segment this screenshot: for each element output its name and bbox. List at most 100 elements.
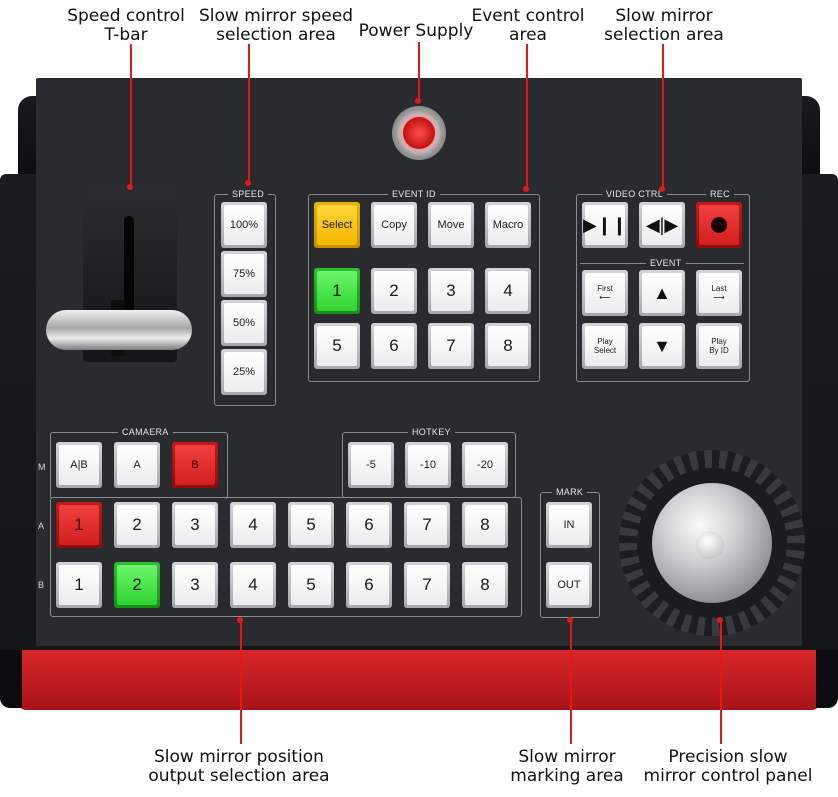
speed-key-75[interactable]: 75% xyxy=(221,251,267,297)
row-label-a: A xyxy=(38,521,45,531)
row-a-key-2[interactable]: 2 xyxy=(114,502,160,548)
triangle-up-icon: ▲ xyxy=(653,282,671,303)
row-a-key-8[interactable]: 8 xyxy=(462,502,508,548)
leader-tbar-dot xyxy=(127,184,133,190)
row-label-m: M xyxy=(38,462,46,472)
leader-marking xyxy=(570,620,572,744)
power-icon xyxy=(403,117,435,149)
speed-key-50[interactable]: 50% xyxy=(221,300,267,346)
last-key[interactable]: Last⟶ xyxy=(696,270,742,316)
jog-wheel-dimple xyxy=(696,531,724,559)
row-b-key-1[interactable]: 1 xyxy=(56,562,102,608)
speed-key-25[interactable]: 25% xyxy=(221,349,267,395)
event-id-key-5[interactable]: 5 xyxy=(314,323,360,369)
leader-event xyxy=(526,44,528,188)
position-group-frame xyxy=(50,497,522,617)
event-id-key-8[interactable]: 8 xyxy=(485,323,531,369)
video-ctrl-group-title: VIDEO CTRL xyxy=(602,189,668,199)
event-id-key-2[interactable]: 2 xyxy=(371,268,417,314)
mark-in-key[interactable]: IN xyxy=(546,502,592,548)
row-b-key-2[interactable]: 2 xyxy=(114,562,160,608)
row-b-key-3[interactable]: 3 xyxy=(172,562,218,608)
row-label-b: B xyxy=(38,580,45,590)
leader-power xyxy=(418,42,420,100)
camera-b-key[interactable]: B xyxy=(172,442,218,488)
hotkey-minus-5[interactable]: -5 xyxy=(348,442,394,488)
front-red-lip xyxy=(18,650,820,710)
camera-a-key[interactable]: A xyxy=(114,442,160,488)
side-right xyxy=(816,650,838,708)
hotkey-minus-10[interactable]: -10 xyxy=(405,442,451,488)
row-a-key-3[interactable]: 3 xyxy=(172,502,218,548)
mark-group-title: MARK xyxy=(552,487,588,497)
power-button[interactable] xyxy=(392,106,446,160)
leader-precision xyxy=(720,620,722,744)
jog-key[interactable]: ◀|▶ xyxy=(639,202,685,248)
frame-step-icon: ◀|▶ xyxy=(645,214,679,235)
leader-position xyxy=(240,620,242,744)
event-id-key-4[interactable]: 4 xyxy=(485,268,531,314)
first-key[interactable]: First⟵ xyxy=(582,270,628,316)
event-group-title: EVENT xyxy=(646,258,686,268)
row-b-key-5[interactable]: 5 xyxy=(288,562,334,608)
side-left xyxy=(0,650,22,708)
move-key[interactable]: Move xyxy=(428,202,474,248)
event-id-key-7[interactable]: 7 xyxy=(428,323,474,369)
row-a-key-6[interactable]: 6 xyxy=(346,502,392,548)
row-a-key-7[interactable]: 7 xyxy=(404,502,450,548)
triangle-down-icon: ▼ xyxy=(653,335,671,356)
row-b-key-4[interactable]: 4 xyxy=(230,562,276,608)
leader-power-dot xyxy=(415,98,421,104)
jog-wheel[interactable] xyxy=(619,450,805,636)
speed-group-title: SPEED xyxy=(228,189,269,199)
play-pause-key[interactable]: ▶❙❙ xyxy=(582,202,628,248)
row-a-key-5[interactable]: 5 xyxy=(288,502,334,548)
leader-tbar xyxy=(130,44,132,186)
leader-speed-dot xyxy=(245,180,251,186)
leader-speed xyxy=(248,44,250,182)
down-arrow-key[interactable]: ▼ xyxy=(639,323,685,369)
record-key[interactable] xyxy=(696,202,742,248)
copy-key[interactable]: Copy xyxy=(371,202,417,248)
leader-position-dot xyxy=(237,617,243,623)
row-b-key-8[interactable]: 8 xyxy=(462,562,508,608)
leader-mirror-selection-dot xyxy=(659,186,665,192)
mark-out-key[interactable]: OUT xyxy=(546,562,592,608)
speed-key-100[interactable]: 100% xyxy=(221,202,267,248)
row-b-key-6[interactable]: 6 xyxy=(346,562,392,608)
row-b-key-7[interactable]: 7 xyxy=(404,562,450,608)
speed-tbar-handle[interactable] xyxy=(46,310,192,350)
select-key[interactable]: Select xyxy=(314,202,360,248)
event-id-key-6[interactable]: 6 xyxy=(371,323,417,369)
callout-power: Power Supply xyxy=(358,21,474,41)
leader-precision-dot xyxy=(717,617,723,623)
row-a-key-1[interactable]: 1 xyxy=(56,502,102,548)
jog-wheel-knob[interactable] xyxy=(652,483,772,603)
leader-event-dot xyxy=(523,186,529,192)
macro-key[interactable]: Macro xyxy=(485,202,531,248)
event-id-key-1[interactable]: 1 xyxy=(314,268,360,314)
rec-group-title: REC xyxy=(706,189,734,199)
leader-mirror-selection xyxy=(662,44,664,188)
tbar-groove xyxy=(124,216,134,336)
record-icon xyxy=(711,217,727,233)
play-pause-icon: ▶❙❙ xyxy=(583,214,628,235)
leader-marking-dot xyxy=(567,617,573,623)
hotkey-minus-20[interactable]: -20 xyxy=(462,442,508,488)
event-id-key-3[interactable]: 3 xyxy=(428,268,474,314)
camera-group-title: CAMAERA xyxy=(118,427,173,437)
hotkey-group-title: HOTKEY xyxy=(408,427,455,437)
row-a-key-4[interactable]: 4 xyxy=(230,502,276,548)
camera-ab-key[interactable]: A|B xyxy=(56,442,102,488)
event-id-group-title: EVENT ID xyxy=(388,189,440,199)
up-arrow-key[interactable]: ▲ xyxy=(639,270,685,316)
